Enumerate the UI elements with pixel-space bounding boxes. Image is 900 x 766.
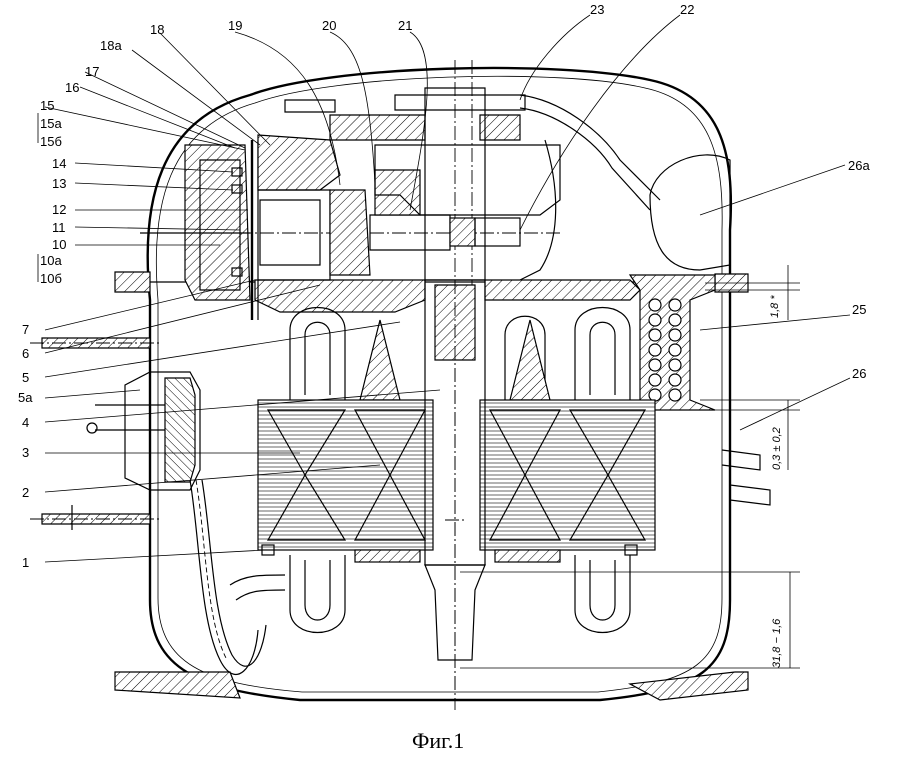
dimension-2: 0,3 ± 0,2: [771, 427, 783, 470]
labels-top: 19 20 21 23 22: [228, 2, 694, 33]
label-21: 21: [398, 18, 412, 33]
label-26: 26: [852, 366, 866, 381]
label-16: 16: [65, 80, 79, 95]
label-10: 10: [52, 237, 66, 252]
label-10b: 10б: [40, 271, 62, 286]
tube-26: [721, 449, 771, 506]
dimension-1: 1,8 *: [769, 295, 781, 318]
leader-lines-top-right: [234, 14, 851, 431]
label-17: 17: [85, 64, 99, 79]
dimension-labels: 1,8 * 0,3 ± 0,2 31,8 − 1,6: [769, 295, 783, 668]
muffler-26a: [649, 154, 731, 271]
spring-coils: [648, 298, 682, 402]
label-18a: 18а: [100, 38, 122, 53]
figure-caption: Фиг.1: [412, 728, 464, 753]
label-15a: 15а: [40, 116, 62, 131]
label-23: 23: [590, 2, 604, 17]
label-19: 19: [228, 18, 242, 33]
label-5: 5: [22, 370, 29, 385]
label-2: 2: [22, 485, 29, 500]
label-15b: 15б: [40, 134, 62, 149]
labels-left: 15 15а 15б 16 17 18а 18 14 13 12 11 10 1…: [18, 22, 164, 570]
label-10a: 10а: [40, 253, 62, 268]
spring-mount: [628, 274, 716, 411]
label-3: 3: [22, 445, 29, 460]
housing-shell: [114, 66, 749, 702]
label-1: 1: [22, 555, 29, 570]
motor: [257, 307, 656, 633]
dimension-lines: [460, 265, 800, 669]
cylinder-block: [140, 134, 641, 320]
cable-bundle: [189, 479, 286, 675]
label-25: 25: [852, 302, 866, 317]
suction-pipes: [30, 337, 160, 530]
label-20: 20: [322, 18, 336, 33]
crankshaft-top: [284, 60, 661, 710]
label-13: 13: [52, 176, 66, 191]
label-15: 15: [40, 98, 54, 113]
label-7: 7: [22, 322, 29, 337]
label-4: 4: [22, 415, 29, 430]
label-18: 18: [150, 22, 164, 37]
labels-right: 26а 25 26: [848, 158, 870, 381]
label-12: 12: [52, 202, 66, 217]
leader-lines-left: [44, 32, 441, 563]
label-5a: 5а: [18, 390, 33, 405]
label-14: 14: [52, 156, 66, 171]
label-6: 6: [22, 346, 29, 361]
label-11: 11: [52, 220, 66, 235]
terminal-block: [86, 371, 201, 491]
main-shaft: [424, 279, 486, 700]
label-22: 22: [680, 2, 694, 17]
label-26a: 26а: [848, 158, 870, 173]
dimension-3: 31,8 − 1,6: [771, 618, 783, 668]
